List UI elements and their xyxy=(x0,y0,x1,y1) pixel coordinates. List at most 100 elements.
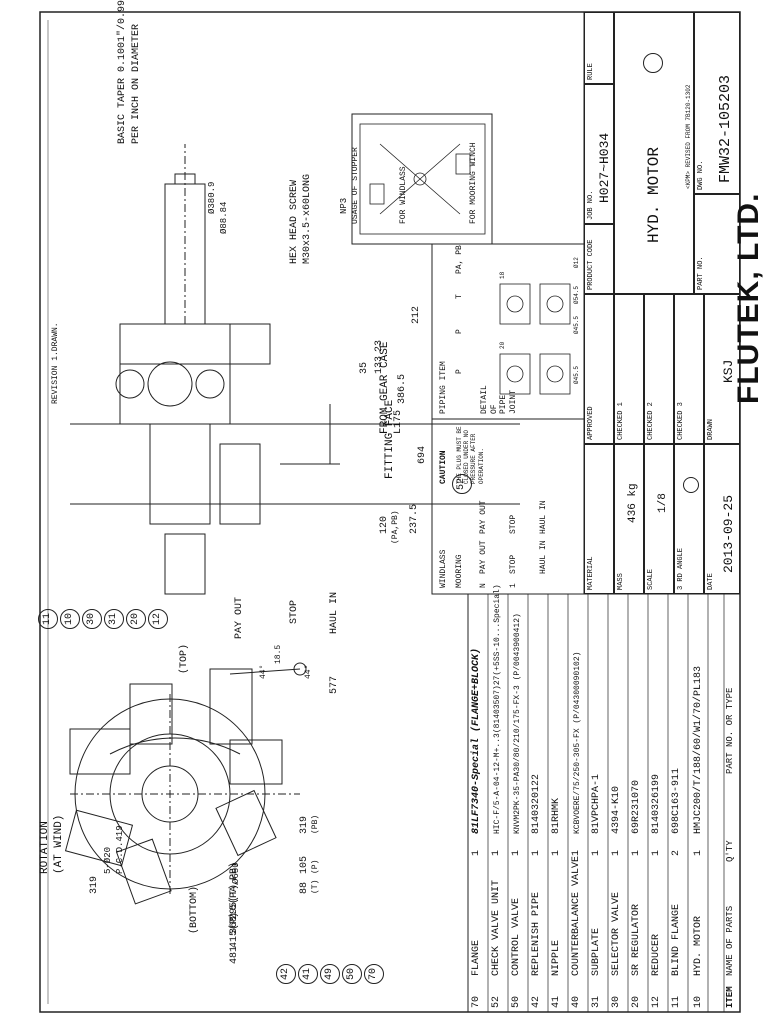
part-name: FLANGE xyxy=(471,939,482,976)
balloon-label: 49 xyxy=(320,964,340,984)
part-name: BLIND FLANGE xyxy=(671,903,682,976)
caution-text: THE PLUG MUST BE CLOSED UNDER NO PRESSUR… xyxy=(456,426,485,484)
dimension-value: 133 xyxy=(374,355,385,374)
material-cell: MATERIAL xyxy=(584,444,614,594)
valve-cell: STOP xyxy=(509,514,518,534)
balloon-label: 31 xyxy=(104,609,124,629)
date-value: 2013-09-25 xyxy=(721,494,736,573)
bottom-label: (BOTTOM) xyxy=(189,885,200,934)
valve-cell: N xyxy=(479,583,488,588)
part-no-label: PART NO. xyxy=(697,256,705,290)
balloon-label: 11 xyxy=(38,609,58,629)
part-item: 52 xyxy=(491,995,502,1008)
rule-label: RULE xyxy=(587,63,595,80)
pipe-dim: Ø12 xyxy=(573,257,580,268)
part-number: 8140320122 xyxy=(531,773,542,834)
parts-list-grid xyxy=(487,594,725,1012)
pipe-joint-detail: DETAIL OF PIPE JOINT xyxy=(480,385,518,414)
part-item: 20 xyxy=(631,995,642,1008)
balloon-label: 41 xyxy=(298,964,318,984)
pay-out-label: PAY OUT xyxy=(234,596,245,639)
checked3-label: CHECKED 3 xyxy=(677,402,685,440)
valve-header: MOORING xyxy=(455,554,464,588)
approved-cell: APPROVED xyxy=(584,294,614,444)
part-name: SR REGULATOR xyxy=(631,903,642,976)
valve-header: WINDLASS xyxy=(439,549,448,588)
part-number: HIC-F/5-A-04-12-M+..3(81403507)27(+5SS-1… xyxy=(493,584,502,834)
balloon-label: 70 xyxy=(364,964,384,984)
part-number: 81RHMK xyxy=(551,797,562,834)
balloon-label: 10 xyxy=(60,609,80,629)
dimension-value: 577 xyxy=(329,675,340,694)
balloon-label: 12 xyxy=(148,609,168,629)
product-code-label: PRODUCT CODE xyxy=(587,239,595,290)
part-name: COUNTERBALANCE VALVE xyxy=(571,855,582,976)
hex-head-note: HEX HEAD SCREW xyxy=(289,179,300,264)
stop-label: STOP xyxy=(289,599,300,624)
front-view xyxy=(64,662,307,905)
fitting-face-note: FITTING FACE xyxy=(384,399,396,479)
np3-note: NP3 xyxy=(339,197,349,214)
dimension-value: 319 xyxy=(89,875,100,894)
part-item: 50 xyxy=(511,995,522,1008)
pipe-dim: 18 xyxy=(499,271,506,279)
part-number: 698C163-911 xyxy=(671,767,682,834)
piping-header: P xyxy=(455,329,464,334)
for-mooring-label: FOR MOORING WINCH xyxy=(469,142,478,224)
balloon-label: 30 xyxy=(82,609,102,629)
valve-cell: PAY OUT xyxy=(479,540,488,574)
per-inch-note: PER INCH ON DIAMETER xyxy=(131,23,142,144)
usage-stopper-note: USAGE OF STOPPER xyxy=(351,147,360,224)
job-no-cell: JOB NO.H027~H034 xyxy=(584,84,614,224)
part-number: 81LF7340-Special (FLANGE+BLOCK) xyxy=(471,647,482,834)
part-qty: 1 xyxy=(511,849,522,856)
valve-cell: HAUL IN xyxy=(539,500,548,534)
drawing-title: HYD. MOTOR xyxy=(645,146,663,243)
dim-380: Ø380.9 xyxy=(207,181,217,214)
part-number: KNVM2PK-35-PA30/80/210/175-FX-3 (P/00439… xyxy=(513,613,522,834)
pipe-dim: Ø54.5 xyxy=(573,285,580,304)
dimension-value: 35 xyxy=(359,361,370,374)
dimension-value: 481 xyxy=(229,945,240,964)
dimension-value: 44° xyxy=(259,664,268,679)
angle-label: 3 RD ANGLE xyxy=(677,547,685,590)
pipe-dim: 20 xyxy=(499,341,506,349)
parts-header-partno: PART NO. OR TYPE xyxy=(725,687,735,774)
part-name: REPLENISH PIPE xyxy=(531,891,542,976)
dimension-value: 694 xyxy=(417,445,428,464)
dimension-value: 212 xyxy=(411,305,422,324)
part-number: KCBVOERE/75/250-305-FX (P/04300090102) xyxy=(573,651,582,834)
drawn-label: DRAWN xyxy=(707,418,715,440)
title-cell: HYD. MOTOR xyxy=(614,12,694,294)
balloon-label: 20 xyxy=(126,609,146,629)
dimension-value: 120 xyxy=(379,515,390,534)
part-qty: 1 xyxy=(571,849,582,856)
part-qty: 1 xyxy=(693,849,704,856)
balloon-label: 42 xyxy=(276,964,296,984)
dimension-value: 18.5 xyxy=(274,644,283,664)
scale-label: SCALE xyxy=(647,568,655,590)
part-qty: 1 xyxy=(551,849,562,856)
checked2-label: CHECKED 2 xyxy=(647,402,655,440)
part-number: 69R231070 xyxy=(631,779,642,834)
stopper-usage-sketch xyxy=(359,123,486,235)
checked3-cell: CHECKED 3 xyxy=(674,294,704,444)
job-no-value: H027~H034 xyxy=(597,132,612,203)
at-wind-note: (AT WIND) xyxy=(53,814,65,874)
product-code-cell: PRODUCT CODE xyxy=(584,224,614,294)
part-item: 70 xyxy=(471,995,482,1008)
dimension-value: 105 xyxy=(299,855,310,874)
company-brand: FLUTEK, LTD. xyxy=(732,192,765,404)
parts-header-name: NAME OF PARTS xyxy=(725,905,735,976)
dimension-value: 23 xyxy=(374,339,385,352)
valve-header: CAUTION xyxy=(439,450,448,484)
part-item: 30 xyxy=(611,995,622,1008)
part-name: HYD. MOTOR xyxy=(693,915,704,976)
pcd2-note: P.C.D.419 xyxy=(115,825,125,874)
part-item: 11 xyxy=(671,995,682,1008)
balloon-label: 50 xyxy=(342,964,362,984)
